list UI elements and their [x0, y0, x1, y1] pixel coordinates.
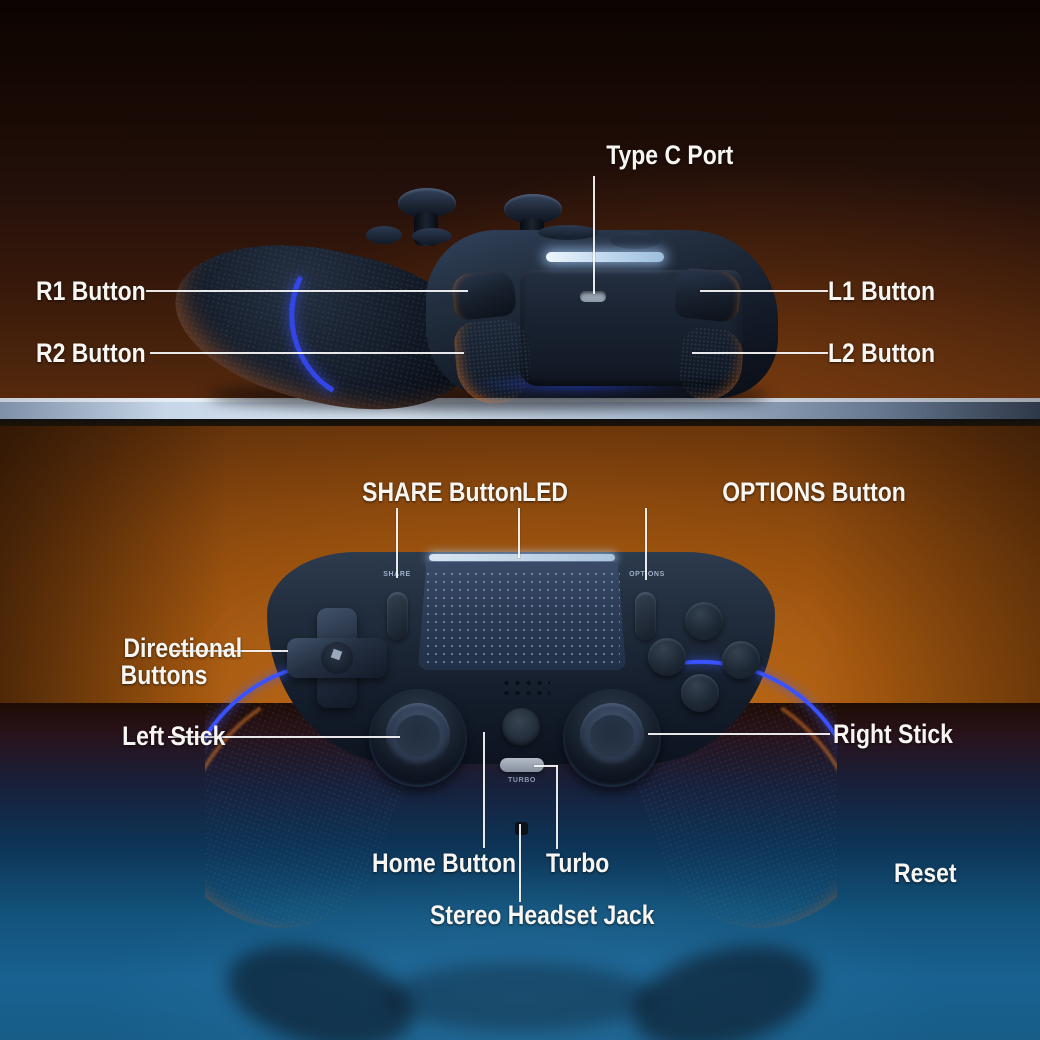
type-c-leader-line — [593, 176, 595, 294]
share-button — [387, 592, 408, 640]
right-stick-concave — [590, 715, 634, 757]
controller-front-view: SHARE OPTIONS TURBO — [205, 540, 837, 960]
glass-shelf-edge — [0, 419, 1040, 426]
dpad-leader-line — [170, 650, 288, 652]
led-leader-line — [518, 508, 520, 558]
l1-leader-line — [700, 290, 828, 292]
r2-leader-line — [150, 352, 464, 354]
type-c-port — [580, 291, 606, 302]
stereo-headset-jack — [515, 822, 528, 835]
front-led-lightbar — [429, 554, 615, 561]
r1-trigger — [450, 268, 518, 322]
right-analog-stick — [563, 689, 661, 787]
rear-shoulder-bump-4 — [610, 232, 660, 249]
options-leader-line — [645, 508, 647, 580]
l1-trigger — [673, 266, 743, 324]
face-button-top — [685, 602, 723, 640]
home-leader-line — [483, 732, 485, 848]
speaker-holes — [501, 678, 550, 699]
rear-shoulder-bump-3 — [538, 225, 598, 240]
rear-shoulder-bump-2 — [412, 228, 452, 244]
touchpad-symbol-pattern — [424, 570, 620, 664]
left-analog-stick — [369, 689, 467, 787]
right-stick-cap — [580, 703, 644, 767]
left-stick-cap — [386, 703, 450, 767]
turbo-leader-line-v — [556, 765, 558, 849]
options-button — [635, 592, 656, 640]
turbo-engraving: TURBO — [508, 777, 536, 784]
face-button-left — [648, 638, 686, 676]
rear-shoulder-bump-1 — [366, 226, 402, 244]
left-stick-concave — [396, 715, 440, 757]
share-leader-line — [396, 508, 398, 578]
right-stick-leader-line — [648, 733, 830, 735]
l2-leader-line — [692, 352, 828, 354]
turbo-button — [500, 758, 544, 772]
left-stick-leader-line — [168, 736, 400, 738]
r1-leader-line — [146, 290, 468, 292]
face-button-bottom — [681, 674, 719, 712]
rear-led-lightbar — [546, 252, 664, 262]
headset-jack-leader-line — [519, 824, 521, 902]
home-button — [502, 708, 540, 746]
face-button-right — [722, 641, 760, 679]
controller-rear-view — [159, 178, 784, 435]
turbo-leader-line-h — [534, 765, 558, 767]
reflection-body — [385, 962, 655, 1032]
options-engraving: OPTIONS — [629, 571, 665, 578]
